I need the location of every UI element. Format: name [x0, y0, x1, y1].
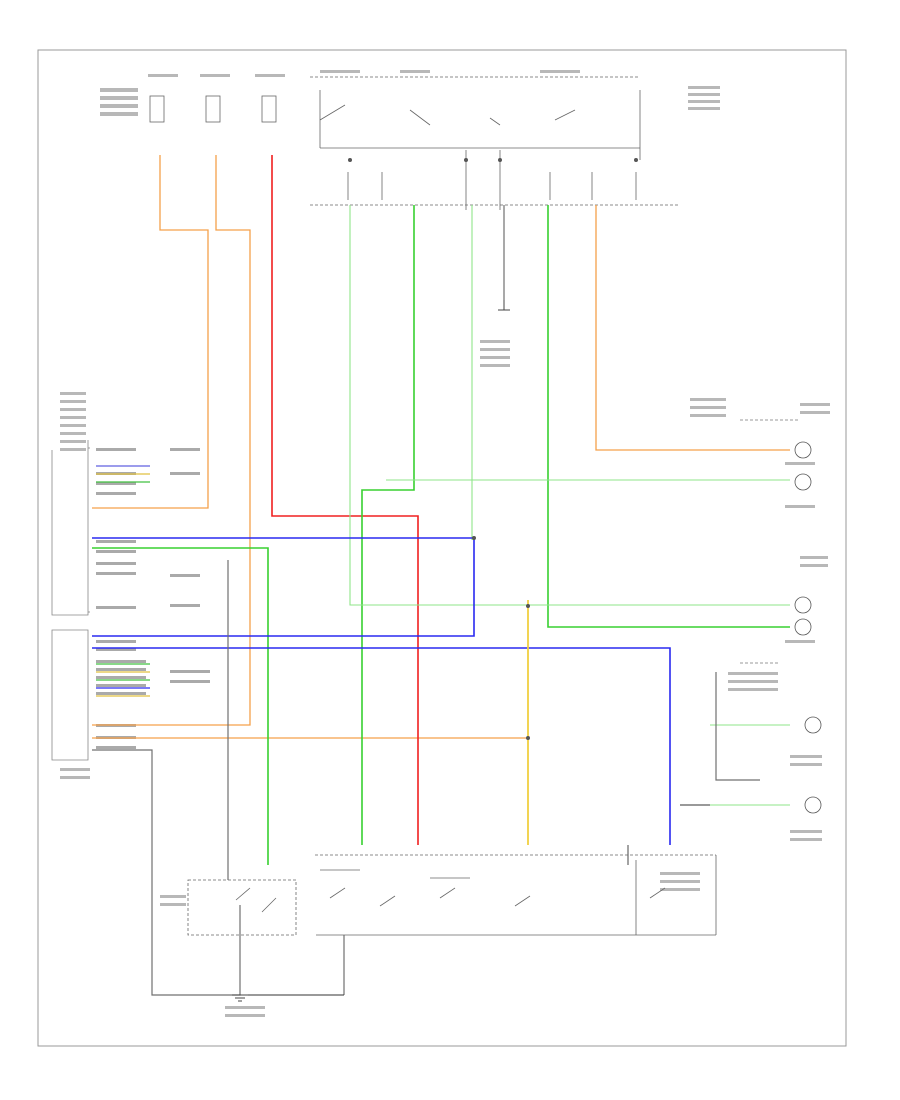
ground-symbol [232, 300, 510, 1002]
lamp-symbols [794, 441, 822, 814]
instrument-cluster [51, 440, 90, 761]
junction-dots [348, 158, 638, 740]
wire-blue [92, 537, 671, 845]
fuse-block-top [149, 76, 680, 210]
cluster-pin-labels [96, 448, 210, 749]
wire-gray [92, 205, 760, 996]
switch-panel-bottom [187, 854, 717, 936]
wire-black-stubs [240, 804, 710, 996]
wire-red [271, 155, 419, 845]
wire-orange [92, 155, 790, 739]
diagram-frame [37, 49, 847, 1047]
wire-light-green [349, 205, 790, 806]
cluster-indicator-lines [96, 465, 150, 697]
dashed-separators [740, 419, 800, 664]
component-labels [60, 70, 830, 1017]
wire-green [92, 205, 790, 865]
